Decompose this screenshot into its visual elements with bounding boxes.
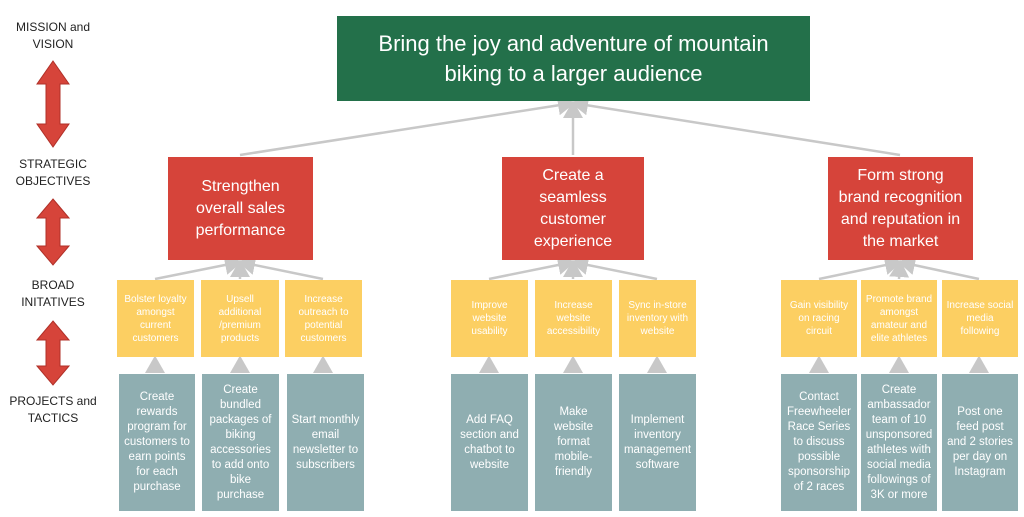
initiative-box-5: Increase website accessibility	[535, 280, 612, 357]
initiative-box-9: Increase social media following	[942, 280, 1018, 357]
level-arrow-2	[36, 198, 70, 266]
connector-initiative-4	[488, 255, 576, 281]
project-text-5: Make website format mobile-friendly	[554, 406, 593, 478]
initiative-text-1: Bolster loyalty amongst current customer…	[124, 293, 187, 344]
project-box-4: Add FAQ section and chatbot to website	[451, 374, 528, 511]
project-text-8: Create ambassador team of 10 unsponsored…	[865, 383, 933, 501]
connector-initiative-3	[237, 255, 324, 281]
initiative-text-7: Gain visibility on racing circuit	[789, 300, 849, 337]
project-box-8: Create ambassador team of 10 unsponsored…	[861, 374, 937, 511]
initiative-text-3: Increase outreach to potential customers	[298, 293, 349, 344]
project-text-7: Contact Freewheeler Race Series to discu…	[787, 391, 851, 493]
initiative-text-4: Improve website usability	[471, 300, 508, 337]
connector-initiative-8	[889, 259, 910, 280]
project-box-2: Create bundled packages of biking access…	[202, 374, 279, 511]
project-box-1: Create rewards program for customers to …	[119, 374, 195, 511]
project-box-9: Post one feed post and 2 stories per day…	[942, 374, 1018, 511]
level-label-initiatives: BROAD INITATIVES	[21, 278, 85, 309]
project-text-4: Add FAQ section and chatbot to website	[460, 413, 519, 471]
connector-objective-3	[570, 95, 901, 157]
objective-box-1: Strengthen overall sales performance	[168, 157, 313, 260]
connector-initiative-9	[897, 255, 980, 281]
initiative-text-5: Increase website accessibility	[546, 300, 601, 337]
mission-box: Bring the joy and adventure of mountain …	[337, 16, 810, 101]
project-box-3: Start monthly email newsletter to subscr…	[287, 374, 364, 511]
initiative-box-3: Increase outreach to potential customers	[285, 280, 362, 357]
initiative-box-1: Bolster loyalty amongst current customer…	[117, 280, 194, 357]
level-arrow-1	[36, 60, 70, 148]
initiative-text-8: Promote brand amongst amateur and elite …	[865, 293, 933, 344]
project-text-2: Create bundled packages of biking access…	[209, 383, 272, 501]
objective-box-2: Create a seamless customer experience	[502, 157, 644, 260]
level-label-mission: MISSION and VISION	[15, 20, 91, 51]
objective-text-2: Create a seamless customer experience	[533, 166, 613, 250]
connector-initiative-7	[818, 255, 903, 281]
objective-text-3: Form strong brand recognition and reputa…	[838, 166, 963, 250]
level-label-objectives: STRATEGIC OBJECTIVES	[15, 157, 91, 188]
project-box-5: Make website format mobile-friendly	[535, 374, 612, 511]
project-box-6: Implement inventory management software	[619, 374, 696, 511]
initiative-text-2: Upsell additional /premium products	[218, 293, 262, 344]
level-arrow-3	[36, 320, 70, 386]
project-box-7: Contact Freewheeler Race Series to discu…	[781, 374, 857, 511]
project-text-3: Start monthly email newsletter to subscr…	[291, 413, 360, 471]
project-text-1: Create rewards program for customers to …	[124, 391, 190, 493]
initiative-box-2: Upsell additional /premium products	[201, 280, 279, 357]
initiative-box-7: Gain visibility on racing circuit	[781, 280, 857, 357]
initiative-box-6: Sync in-store inventory with website	[619, 280, 696, 357]
initiative-text-9: Increase social media following	[946, 300, 1014, 337]
connector-initiative-1	[154, 255, 243, 281]
objective-text-1: Strengthen overall sales performance	[195, 177, 286, 239]
mission-text: Bring the joy and adventure of mountain …	[378, 30, 769, 86]
connector-objective-1	[239, 95, 576, 157]
project-text-6: Implement inventory management software	[623, 413, 692, 471]
objective-box-3: Form strong brand recognition and reputa…	[828, 157, 973, 260]
initiative-box-4: Improve website usability	[451, 280, 528, 357]
project-text-9: Post one feed post and 2 stories per day…	[947, 406, 1013, 478]
initiative-text-6: Sync in-store inventory with website	[626, 300, 689, 337]
initiative-box-8: Promote brand amongst amateur and elite …	[861, 280, 937, 357]
level-label-projects: PROJECTS and TACTICS	[9, 394, 97, 425]
connector-initiative-6	[570, 255, 658, 281]
